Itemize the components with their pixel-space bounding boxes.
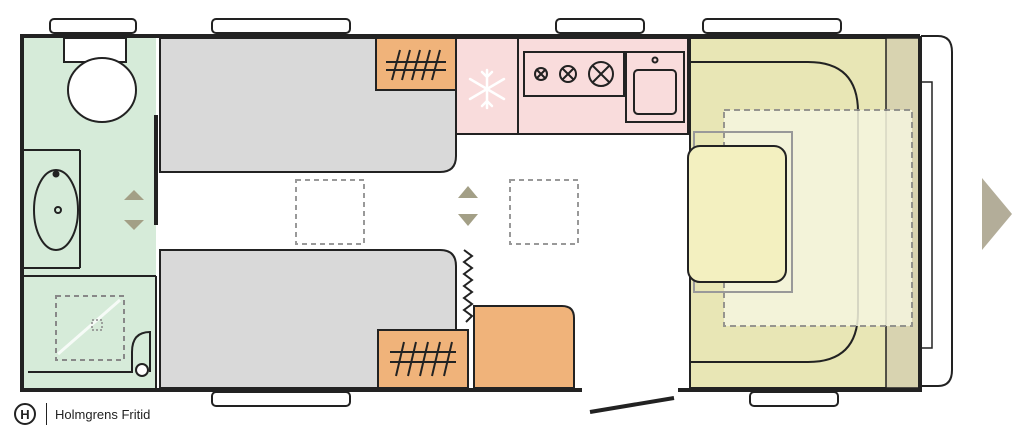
window-top-lounge	[702, 18, 842, 34]
front-window-inner	[921, 81, 933, 349]
front-window	[921, 35, 953, 387]
lounge-cushion	[687, 145, 787, 283]
entrance-spring-icon	[462, 249, 474, 323]
fridge-snowflake-icon	[468, 68, 506, 110]
step-arrows-icon	[124, 190, 144, 230]
window-bottom-lounge	[749, 391, 839, 407]
shower-icon	[28, 295, 151, 377]
hob-panel	[523, 51, 625, 97]
window-top-kitchen	[555, 18, 645, 34]
brand-separator	[46, 403, 47, 425]
window-top-bed	[211, 18, 351, 34]
travel-direction-arrow-icon	[982, 178, 1012, 250]
roof-vent-icon	[295, 179, 579, 245]
hob-burners-icon	[534, 61, 614, 87]
washbasin-icon	[33, 169, 79, 251]
window-bottom-bed	[211, 391, 351, 407]
wardrobe	[473, 305, 575, 389]
toilet-icon	[63, 37, 137, 123]
brand-name: Holmgrens Fritid	[55, 406, 151, 422]
bathroom-walls	[24, 149, 157, 388]
heater-icon	[375, 37, 457, 91]
outer-walls	[20, 34, 922, 392]
heater-bottom-icon	[377, 329, 469, 389]
window-top-bathroom	[49, 18, 137, 34]
brand-logo-icon: H	[14, 403, 36, 425]
door-icon[interactable]	[589, 396, 675, 414]
step-arrows-center-icon	[458, 186, 478, 226]
windows	[49, 18, 842, 407]
brand: H Holmgrens Fritid	[14, 402, 150, 426]
sink-icon	[625, 51, 685, 123]
